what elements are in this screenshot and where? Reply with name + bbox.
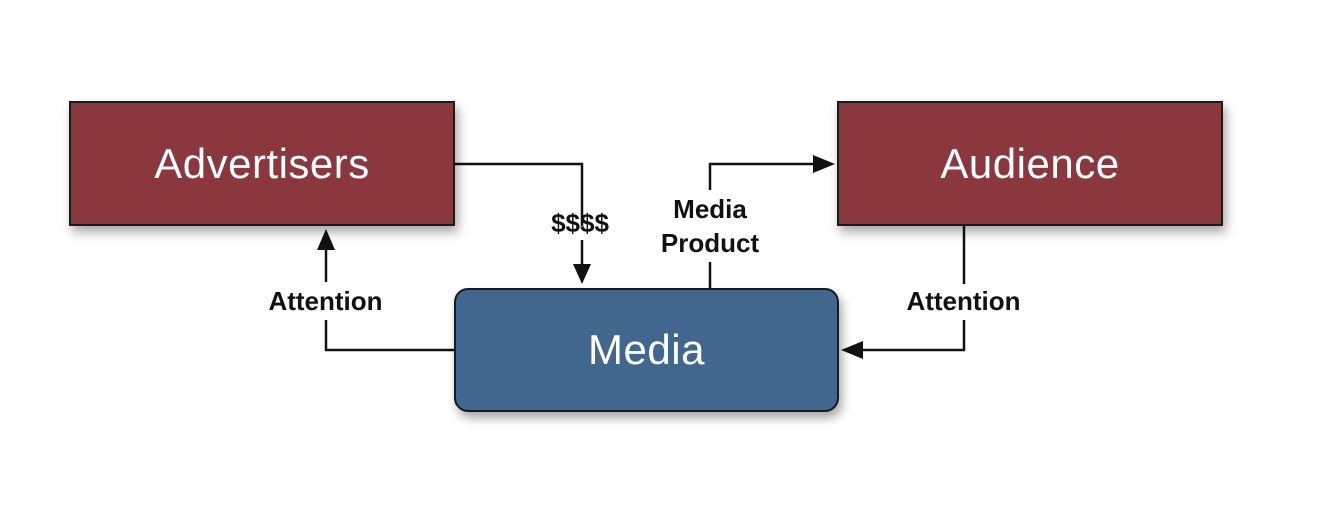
edge-advertisers-to-media [455, 162, 584, 226]
media-product-edge-label: Media Product [640, 192, 780, 260]
edge-audience-to-media [860, 320, 966, 352]
audience-node: Audience [837, 101, 1223, 226]
media-label: Media [588, 326, 705, 373]
media-product-line-2: Product [660, 228, 760, 258]
advertisers-node: Advertisers [69, 101, 455, 226]
edge-media-to-audience [708, 162, 816, 190]
arrowhead-right-icon [813, 155, 835, 173]
arrowhead-up-icon [317, 229, 335, 250]
advertisers-label: Advertisers [154, 139, 370, 187]
attention-to-advertisers-label: Attention [268, 286, 383, 316]
media-product-line-1: Media [673, 194, 747, 224]
arrowhead-down-icon [573, 264, 591, 284]
edge-media-to-advertisers [324, 320, 454, 352]
money-edge-label: $$$$ [551, 208, 609, 238]
audience-label: Audience [940, 139, 1120, 187]
attention-from-audience-label: Attention [906, 286, 1021, 316]
arrowhead-left-icon [841, 341, 863, 359]
media-node: Media [454, 288, 839, 412]
